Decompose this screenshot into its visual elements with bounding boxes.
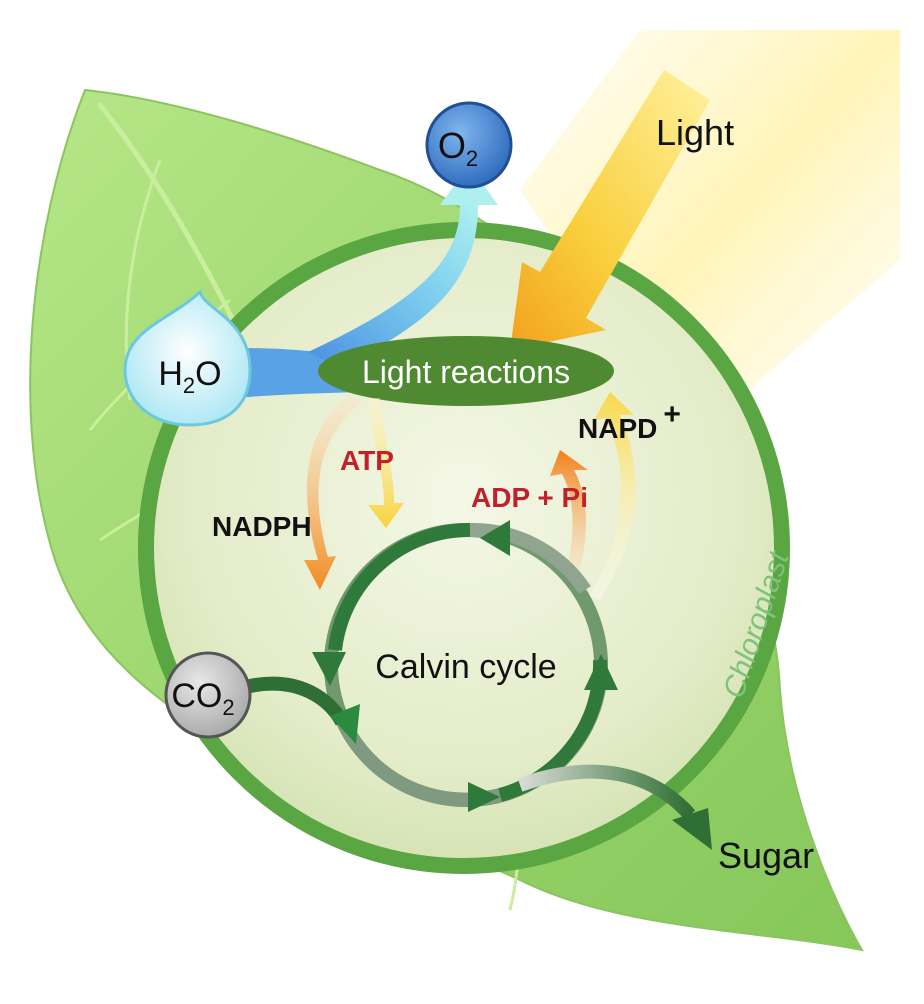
calvin-arrowhead-top [480, 520, 510, 556]
adp-pi-label: ADP + Pi [471, 482, 588, 513]
calvin-arrowhead-bottom [468, 782, 500, 812]
water-drop: H2O [123, 289, 252, 427]
oxygen-label: O2 [438, 125, 478, 171]
co2-arrowhead [330, 704, 360, 744]
atp-arrow [368, 398, 404, 528]
light-beam [520, 30, 900, 440]
chloroplast [138, 222, 790, 874]
light-label: Light [656, 112, 734, 153]
light-reactions-label: Light reactions [362, 354, 570, 390]
sugar-arrowhead [672, 808, 712, 850]
calvin-cycle-label: Calvin cycle [375, 648, 556, 686]
calvin-arrowhead-right [584, 654, 618, 690]
carbon-dioxide-molecule: CO2 [164, 651, 252, 739]
napd-label: NAPD+ [578, 398, 681, 444]
water-label: H2O [158, 355, 221, 398]
light-arrow [510, 70, 710, 350]
adp-arrow [550, 450, 588, 590]
carbon-dioxide-label: CO2 [171, 677, 234, 720]
calvin-arrowhead-left [312, 652, 346, 686]
nadph-arrow [304, 395, 362, 590]
sugar-arrow [517, 764, 696, 820]
nadph-label: NADPH [212, 511, 312, 542]
oxygen-arrow [308, 205, 478, 368]
napd-arrow [588, 392, 636, 600]
light-reactions: Light reactions [318, 336, 614, 406]
oxygen-molecule: O2 [425, 101, 513, 189]
sugar-label: Sugar [718, 835, 814, 876]
atp-label: ATP [340, 445, 394, 476]
calvin-cycle: Calvin cycle [312, 520, 618, 812]
